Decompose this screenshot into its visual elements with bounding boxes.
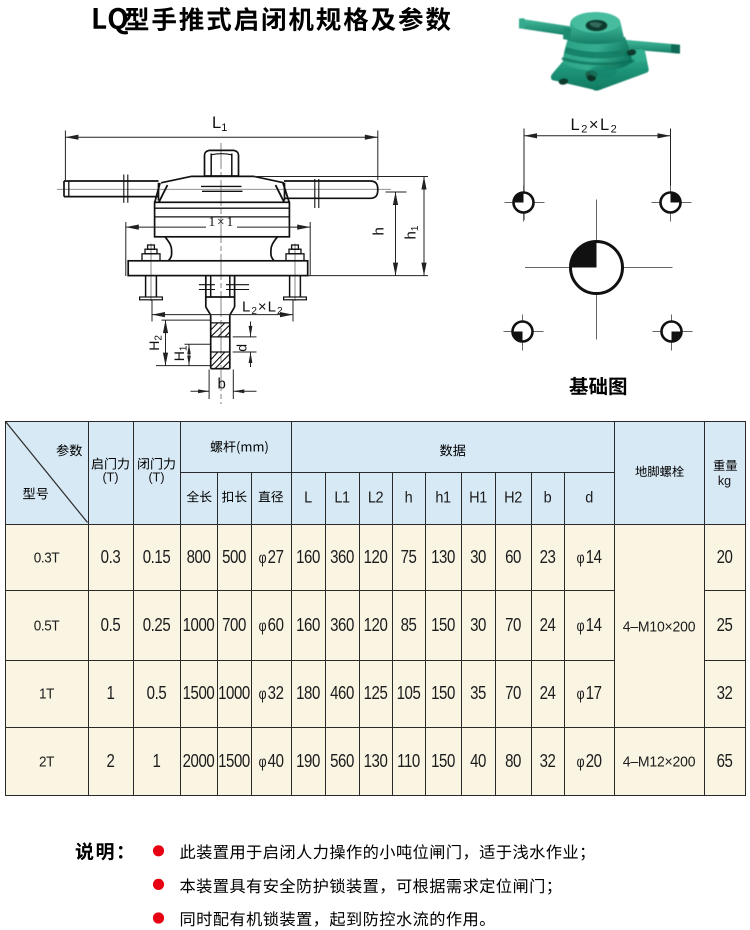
svg-text:L1: L1	[212, 114, 227, 134]
svg-text:L2×L2: L2×L2	[571, 116, 619, 136]
svg-text:L2×L2: L2×L2	[242, 299, 284, 318]
svg-text:h1: h1	[403, 225, 422, 239]
svg-text:H2: H2	[146, 335, 165, 351]
svg-text:h: h	[371, 227, 388, 235]
svg-text:d: d	[234, 344, 250, 352]
svg-text:1×1: 1×1	[209, 214, 236, 229]
svg-text:b: b	[218, 376, 226, 393]
svg-text:H1: H1	[171, 345, 190, 361]
